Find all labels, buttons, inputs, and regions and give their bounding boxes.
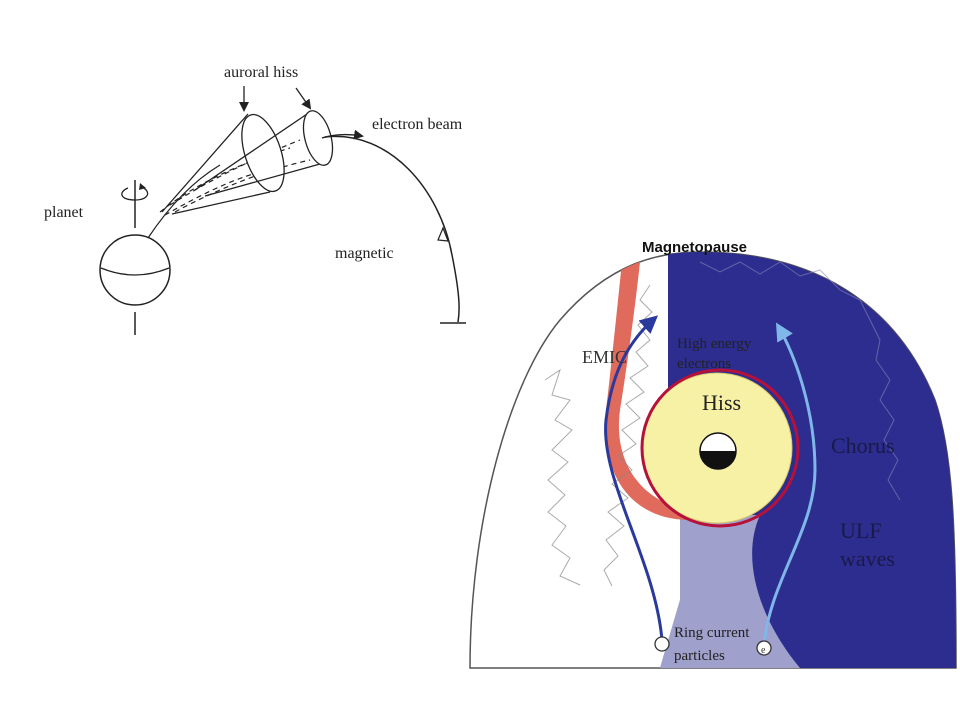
high-energy-label: High energy <box>677 336 752 352</box>
electrons-label: electrons <box>677 356 731 372</box>
auroral-hiss-label: auroral hiss <box>224 64 298 81</box>
magnetic-label: magnetic <box>335 245 394 262</box>
earth-icon <box>699 432 737 470</box>
hiss-label: Hiss <box>702 390 741 415</box>
magnetic-field-line <box>324 135 460 323</box>
planet-globe-icon <box>99 234 171 306</box>
planet-label: planet <box>44 204 84 221</box>
auroral-hiss-diagram: auroral hiss electron beam planet magnet… <box>44 64 466 335</box>
ulf-label: ULF <box>840 518 882 543</box>
magnetosphere-waves-diagram: e Magnetopause EMIC High energy electron… <box>469 239 957 669</box>
hiss-cone-1 <box>161 113 285 215</box>
field-direction-arrow-icon <box>437 226 449 242</box>
electron-beam-arrow-icon <box>321 129 364 140</box>
wave-boundary-right <box>699 261 901 501</box>
electron-drift-path <box>762 322 817 646</box>
electron-particle-icon <box>756 640 772 656</box>
hiss-cone-2 <box>194 110 334 197</box>
electron-beam-label: electron beam <box>372 116 463 133</box>
rotation-arrowhead-icon <box>139 183 146 190</box>
wave-boundary-left <box>603 284 653 587</box>
rotation-arrow-icon <box>121 186 149 201</box>
ion-drift-path <box>604 315 664 641</box>
hiss-ring <box>640 368 800 528</box>
auroral-hiss-arrow-2-icon <box>295 87 312 110</box>
waves-label: waves <box>840 546 895 571</box>
electron-symbol: e <box>761 645 766 656</box>
emic-band <box>605 262 690 520</box>
magnetopause-label: Magnetopause <box>642 239 747 256</box>
ring-current-label: Ring current <box>674 625 750 641</box>
particles-label: particles <box>674 648 725 664</box>
chorus-label: Chorus <box>831 433 895 458</box>
wave-boundary-outer <box>544 368 581 586</box>
emic-label: EMIC <box>582 347 627 367</box>
ion-particle-icon <box>654 636 670 652</box>
